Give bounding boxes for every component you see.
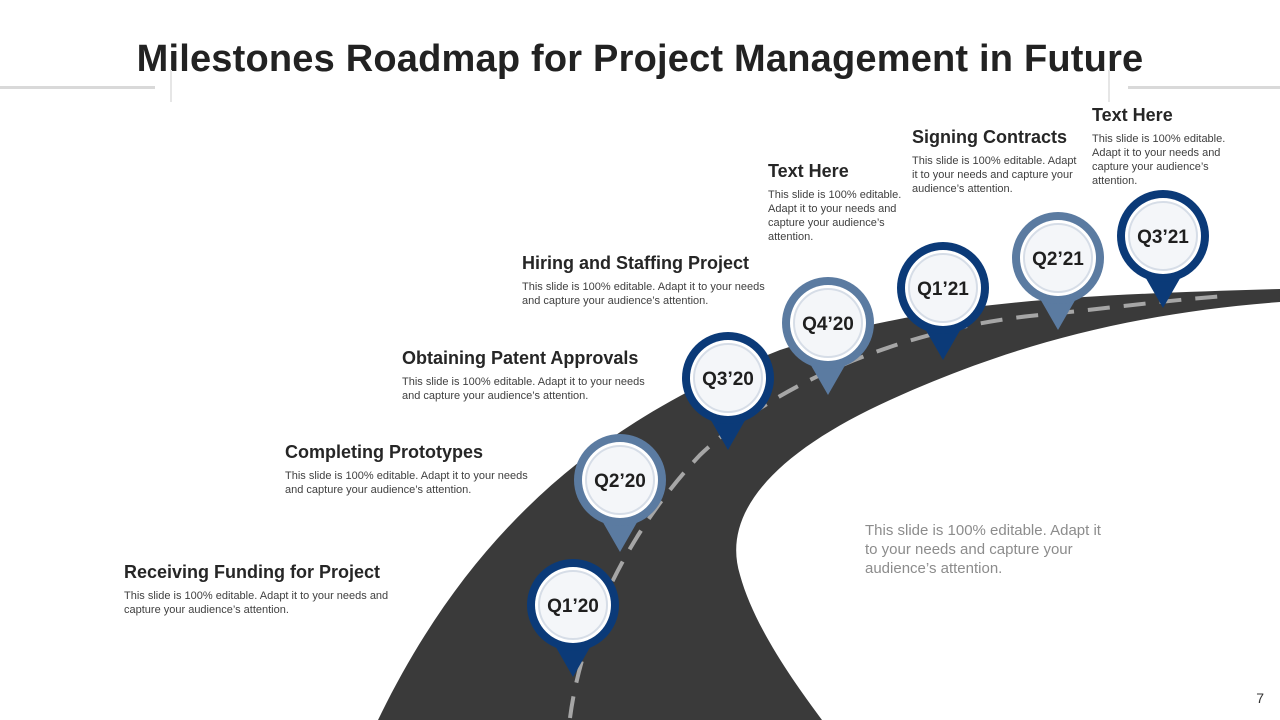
milestone-description: This slide is 100% editable. Adapt it to… [522, 281, 765, 307]
location-pin-icon: Q4’20 [782, 277, 874, 395]
title-rule-left [0, 86, 155, 89]
pin-quarter-label: Q1’20 [547, 596, 599, 617]
pin-inner-disc [1023, 223, 1093, 293]
milestone-description: This slide is 100% editable. Adapt it to… [1092, 133, 1226, 187]
milestone-description: This slide is 100% editable. Adapt it to… [768, 189, 902, 243]
pin-inner-disc [793, 288, 863, 358]
title-rule-right [1128, 86, 1280, 89]
milestone-description: This slide is 100% editable. Adapt it to… [285, 470, 528, 496]
milestone-title: Obtaining Patent Approvals [402, 348, 639, 368]
page-number: 7 [1256, 690, 1264, 706]
pin-inner-disc [1128, 201, 1198, 271]
pin-inner-disc [693, 343, 763, 413]
title-rule-tick-left [170, 70, 172, 102]
milestone-title: Text Here [768, 161, 849, 181]
milestone-title: Receiving Funding for Project [124, 562, 381, 582]
location-pin-icon: Q1’21 [897, 242, 989, 360]
location-pin-icon: Q1’20 [527, 559, 619, 677]
milestone-title: Completing Prototypes [285, 442, 484, 462]
pin-inner-disc [908, 253, 978, 323]
pin-quarter-label: Q2’21 [1032, 249, 1084, 270]
milestone-description: This slide is 100% editable. Adapt it to… [402, 376, 645, 402]
milestone-title: Text Here [1092, 105, 1173, 125]
location-pin-icon: Q3’21 [1117, 190, 1209, 308]
milestone-title: Signing Contracts [912, 127, 1068, 147]
location-pin-icon: Q3’20 [682, 332, 774, 450]
pin-quarter-label: Q4’20 [802, 314, 854, 335]
milestone-description: This slide is 100% editable. Adapt it to… [124, 590, 389, 616]
pin-inner-disc [585, 445, 655, 515]
pin-quarter-label: Q2’20 [594, 471, 646, 492]
pin-inner-disc [538, 570, 608, 640]
milestone-title: Hiring and Staffing Project [522, 253, 750, 273]
milestone-description: This slide is 100% editable. Adapt it to… [912, 155, 1077, 195]
milestone-pins: Q1’20 Q2’20 Q3’20 Q4’20 Q1’21 Q2’21 Q3’21 [527, 190, 1209, 677]
pin-quarter-label: Q1’21 [917, 279, 969, 300]
location-pin-icon: Q2’20 [574, 434, 666, 552]
pin-quarter-label: Q3’20 [702, 369, 754, 390]
slide-title: Milestones Roadmap for Project Managemen… [136, 38, 1144, 80]
location-pin-icon: Q2’21 [1012, 212, 1104, 330]
note-text: This slide is 100% editable. Adapt it to… [865, 522, 1101, 577]
title-rule-tick-right [1108, 70, 1110, 102]
pin-quarter-label: Q3’21 [1137, 227, 1189, 248]
